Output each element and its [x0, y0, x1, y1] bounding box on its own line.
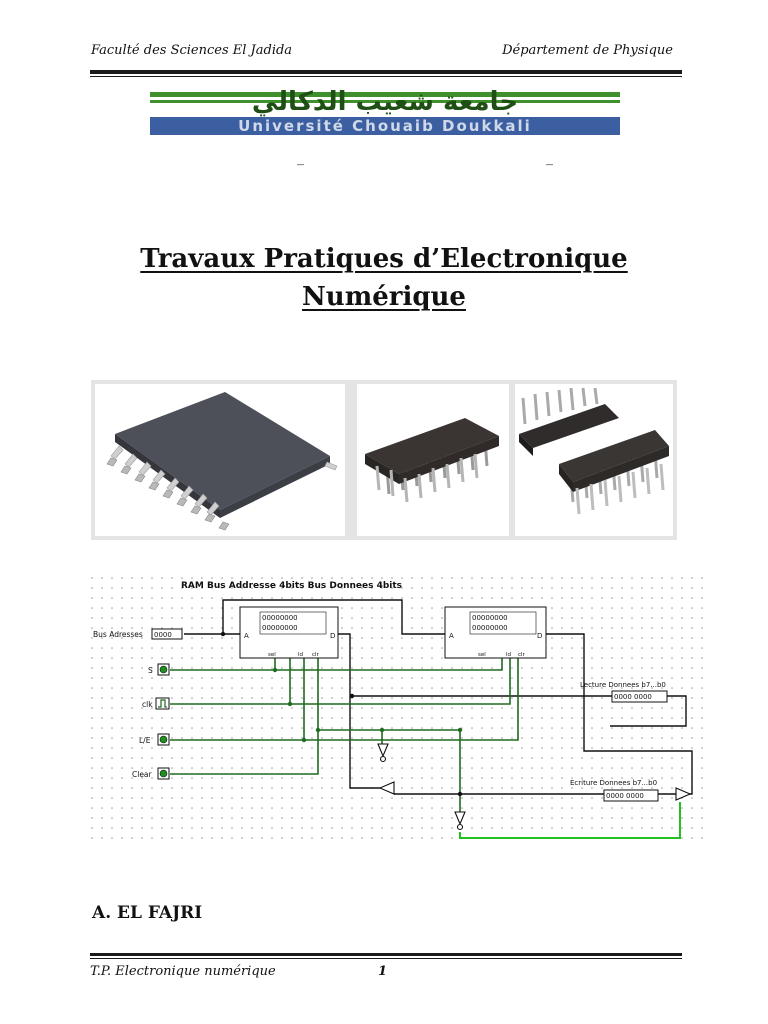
dash-left: _ [297, 150, 304, 166]
ram2-bits-row2: 00000000 [472, 624, 508, 632]
ram-chip-2: 00000000 00000000 A D sel ld clr [444, 606, 547, 659]
logo-arabic-text: جامعة شعيب الدكالي [252, 87, 518, 117]
bus-address-input: Bus Adresses 0000 [93, 628, 183, 640]
page-number: 1 [378, 964, 388, 979]
ram1-pin-a: A [244, 632, 249, 640]
ram2-pin-a: A [449, 632, 454, 640]
header-rule-thin [90, 76, 682, 77]
ecriture-label: Ecriture Donnees b7...b0 [570, 779, 657, 787]
ic-photos [91, 380, 677, 540]
ram1-pin-ld: ld [298, 652, 303, 658]
le-label: L/E [139, 736, 151, 745]
title-line-1: Travaux Pratiques d’Electronique [140, 244, 628, 274]
logo-latin-text: Université Chouaib Doukkali [238, 117, 532, 135]
author-name: A. EL FAJRI [92, 903, 203, 923]
ram1-pin-clr: clr [312, 652, 320, 658]
document-title: Travaux Pratiques d’Electronique Numériq… [0, 240, 768, 316]
lecture-output: Lecture Donnees b7...b0 0000 0000 [580, 681, 668, 703]
buffer-left [378, 781, 395, 795]
lecture-label: Lecture Donnees b7...b0 [580, 681, 666, 689]
footer-rule-thin [90, 958, 682, 959]
ram1-pin-sel: sel [268, 652, 276, 658]
ram1-pin-d: D [330, 632, 335, 640]
soic-chip-photo [95, 384, 345, 536]
header-rule-thick [90, 70, 682, 74]
logo-stripe-top [150, 92, 620, 97]
header-department: Département de Physique [502, 43, 673, 58]
ram2-pin-d: D [537, 632, 542, 640]
ram2-pin-ld: ld [506, 652, 511, 658]
ram2-bits-row1: 00000000 [472, 614, 508, 622]
two-dip-chips-photo [515, 384, 673, 536]
ram2-pin-sel: sel [478, 652, 486, 658]
university-logo: جامعة شعيب الدكالي Université Chouaib Do… [150, 84, 620, 138]
green-wires [170, 658, 519, 812]
title-line-2: Numérique [302, 282, 466, 312]
svg-text:0000 0000: 0000 0000 [614, 693, 652, 701]
grid-background [90, 576, 705, 846]
inverter-1 [377, 743, 389, 763]
circuit-title: RAM Bus Addresse 4bits Bus Donnees 4bits [181, 581, 402, 591]
footer-rule-thick [90, 953, 682, 956]
bright-green-wire [459, 802, 681, 839]
ram-circuit-diagram: RAM Bus Addresse 4bits Bus Donnees 4bits [90, 576, 705, 846]
header-faculty: Faculté des Sciences El Jadida [91, 43, 293, 58]
wire-junctions [272, 667, 463, 743]
inverter-2 [454, 811, 466, 831]
s-input: S [148, 663, 170, 676]
clear-input: Clear [132, 767, 170, 780]
svg-text:0000: 0000 [154, 631, 172, 639]
footer-course: T.P. Electronique numérique [90, 964, 276, 979]
clear-label: Clear [132, 770, 153, 779]
ecriture-output: Ecriture Donnees b7...b0 0000 0000 [570, 779, 659, 802]
ram1-bits-row2: 00000000 [262, 624, 298, 632]
s-label: S [148, 666, 153, 675]
logo-stripe-mid [150, 100, 620, 103]
ram2-pin-clr: clr [518, 652, 526, 658]
ram1-bits-row1: 00000000 [262, 614, 298, 622]
bus-address-label: Bus Adresses [93, 630, 143, 639]
svg-text:0000 0000: 0000 0000 [606, 792, 644, 800]
dip-chip-photo [357, 384, 509, 536]
buffer-right [675, 787, 692, 801]
dash-right: _ [546, 150, 553, 166]
clk-label: clk [142, 700, 153, 709]
le-input: L/E [139, 733, 170, 746]
logo-band [150, 117, 620, 135]
clk-input: clk [142, 697, 170, 710]
ram-chip-1: 00000000 00000000 A D sel ld clr [239, 606, 339, 659]
